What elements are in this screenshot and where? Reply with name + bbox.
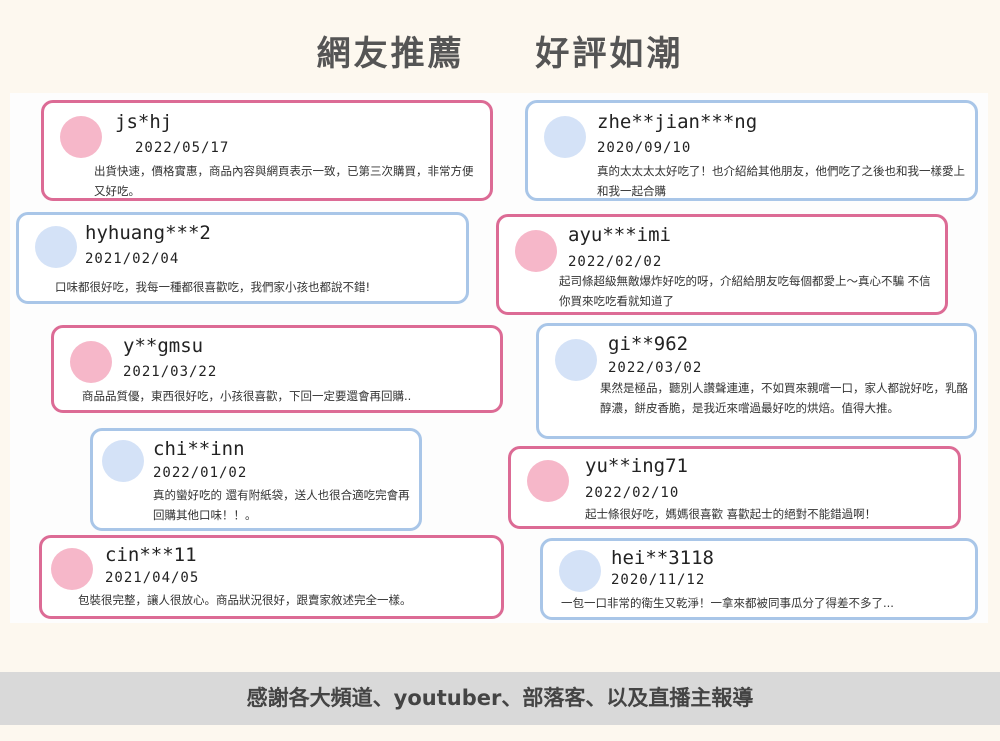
review-card: gi**962 2022/03/02 果然是極品，聽別人讚聲連連，不如買來親嚐一… (536, 323, 977, 439)
review-text: 一包一口非常的衛生又乾淨！一拿來都被同事瓜分了得差不多了... (561, 596, 894, 610)
review-card: y**gmsu 2021/03/22 商品品質優，東西很好吃，小孩很喜歡，下回一… (51, 325, 503, 413)
reviews-board: js*hj 2022/05/17 出貨快速，價格實惠，商品內容與網頁表示一致，已… (10, 93, 988, 623)
review-text: 包裝很完整，讓人很放心。商品狀況很好，跟賣家敘述完全一樣。 (78, 593, 412, 607)
page-title: 網友推薦 好評如潮 (0, 26, 1000, 75)
avatar (102, 440, 144, 482)
review-text: 真的蠻好吃的 還有附紙袋，送人也很合適吃完會再回購其他口味！！。 (153, 488, 410, 522)
title-left: 網友推薦 (316, 34, 465, 74)
review-date: 2021/04/05 (105, 570, 200, 586)
avatar (527, 460, 569, 502)
review-date: 2022/03/02 (608, 360, 703, 376)
reviewer-name: yu**ing71 (585, 455, 688, 477)
review-date: 2020/09/10 (597, 140, 692, 156)
review-card: ayu***imi 2022/02/02 起司條超級無敵爆炸好吃的呀，介紹給朋友… (496, 214, 948, 315)
review-card: yu**ing71 2022/02/10 起士條很好吃，媽媽很喜歡 喜歡起士的絕… (508, 446, 961, 529)
avatar (70, 341, 112, 383)
review-card: zhe**jian***ng 2020/09/10 真的太太太太好吃了！也介紹給… (525, 100, 978, 201)
review-date: 2022/02/10 (585, 485, 680, 501)
avatar (51, 548, 93, 590)
reviewer-name: chi**inn (153, 438, 245, 460)
review-text: 果然是極品，聽別人讚聲連連，不如買來親嚐一口，家人都說好吃，乳酪醇濃，餅皮香脆，… (600, 381, 968, 415)
avatar (35, 226, 77, 268)
avatar (559, 550, 601, 592)
avatar (544, 116, 586, 158)
review-date: 2021/02/04 (85, 251, 180, 267)
reviewer-name: js*hj (115, 111, 173, 133)
review-date: 2022/05/17 (135, 140, 230, 156)
reviewer-name: gi**962 (608, 333, 689, 355)
review-card: hyhuang***2 2021/02/04 口味都很好吃，我每一種都很喜歡吃，… (16, 212, 469, 304)
review-text: 商品品質優，東西很好吃，小孩很喜歡，下回一定要還會再回購.. (82, 389, 412, 403)
review-card: hei**3118 2020/11/12 一包一口非常的衛生又乾淨！一拿來都被同… (540, 538, 978, 620)
review-date: 2022/02/02 (568, 254, 663, 270)
reviewer-name: ayu***imi (568, 224, 671, 246)
review-text: 起士條很好吃，媽媽很喜歡 喜歡起士的絕對不能錯過啊！ (585, 507, 877, 521)
title-right: 好評如潮 (535, 34, 684, 74)
review-date: 2022/01/02 (153, 465, 248, 481)
reviewer-name: hyhuang***2 (85, 222, 211, 244)
avatar (515, 230, 557, 272)
avatar (60, 116, 102, 158)
review-date: 2020/11/12 (611, 572, 706, 588)
review-card: cin***11 2021/04/05 包裝很完整，讓人很放心。商品狀況很好，跟… (39, 535, 504, 619)
reviewer-name: y**gmsu (123, 335, 204, 357)
reviewer-name: hei**3118 (611, 547, 714, 569)
review-card: js*hj 2022/05/17 出貨快速，價格實惠，商品內容與網頁表示一致，已… (41, 100, 493, 201)
avatar (555, 339, 597, 381)
review-card: chi**inn 2022/01/02 真的蠻好吃的 還有附紙袋，送人也很合適吃… (90, 428, 422, 531)
footer-banner: 感謝各大頻道、youtuber、部落客、以及直播主報導 (0, 672, 1000, 725)
review-text: 起司條超級無敵爆炸好吃的呀，介紹給朋友吃每個都愛上～真心不騙 不信你買來吃吃看就… (559, 274, 931, 308)
reviewer-name: cin***11 (105, 544, 197, 566)
review-text: 口味都很好吃，我每一種都很喜歡吃，我們家小孩也都說不錯! (55, 280, 371, 294)
review-text: 真的太太太太好吃了！也介紹給其他朋友，他們吃了之後也和我一樣愛上和我一起合購 (597, 164, 965, 198)
review-date: 2021/03/22 (123, 364, 218, 380)
reviewer-name: zhe**jian***ng (597, 111, 758, 133)
review-text: 出貨快速，價格實惠，商品內容與網頁表示一致，已第三次購買，非常方便又好吃。 (94, 164, 474, 198)
